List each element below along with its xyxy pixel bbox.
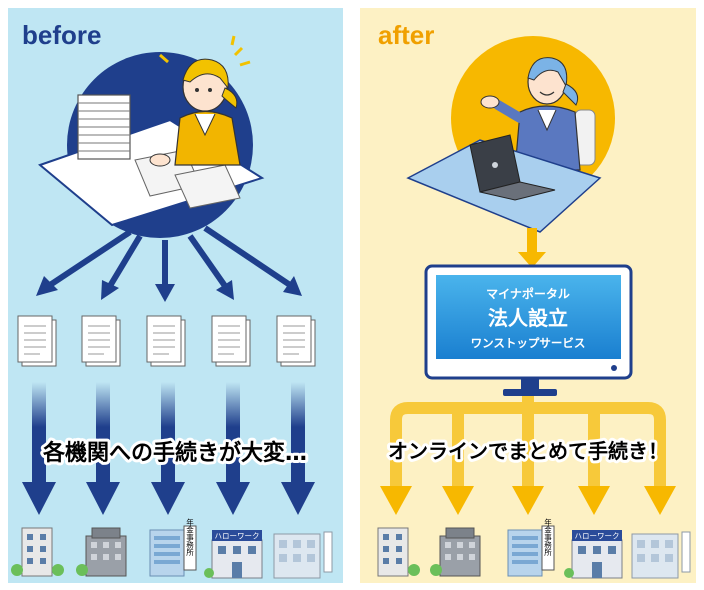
government-office-building-icon (273, 531, 333, 579)
arrow-down-icon (518, 228, 546, 268)
before-panel: before (8, 8, 343, 583)
office-building-icon (377, 527, 420, 577)
before-caption: 各機関への手続きが大変… (42, 440, 307, 466)
down-arrows (22, 382, 315, 515)
down-arrow-icon (216, 382, 250, 515)
arrow-icon (155, 240, 175, 302)
arrow-icon (101, 234, 143, 300)
hellowork-sign: ハローワーク (215, 532, 260, 541)
laptop-icon (469, 134, 556, 201)
office-building-icon (11, 527, 64, 577)
pension-office-building-icon: 年金事務所 (149, 517, 197, 577)
monitor-icon (424, 264, 633, 396)
stress-marks-icon (159, 35, 251, 67)
arrow-icon (36, 229, 132, 296)
before-building-row: 年金事務所 ハローワーク (11, 517, 333, 579)
down-arrow-icon (22, 382, 56, 515)
stressed-woman-icon (149, 58, 241, 167)
before-title: before (22, 20, 101, 50)
down-arrow-icon (578, 486, 610, 515)
down-arrow-icon (442, 486, 474, 515)
monitor-line3: ワンストップサービス (471, 336, 586, 350)
document-icon (17, 315, 57, 367)
after-caption: オンラインでまとめて手続き！ (388, 439, 668, 463)
pension-office-sign: 年金事務所 (185, 517, 194, 557)
arrow-icon (203, 225, 302, 296)
after-title: after (378, 20, 434, 50)
document-row (17, 315, 316, 367)
tax-office-building-icon (430, 527, 481, 577)
after-building-row: 年金事務所 ハローワーク (377, 517, 691, 579)
down-arrow-icon (151, 382, 185, 515)
pension-office-building-icon: 年金事務所 (507, 517, 555, 577)
hellowork-building-icon: ハローワーク (204, 530, 263, 579)
down-arrow-icon (86, 382, 120, 515)
down-arrow-icon (380, 486, 412, 515)
pension-office-sign: 年金事務所 (543, 517, 552, 557)
down-arrow-icon (281, 382, 315, 515)
paper-stack-icon (77, 94, 131, 160)
down-arrow-icon (512, 486, 544, 515)
tax-office-building-icon (76, 527, 127, 577)
document-icon (211, 315, 251, 367)
desk-paper-icon (174, 164, 241, 209)
arrow-icon (187, 234, 234, 300)
document-icon (81, 315, 121, 367)
document-icon (276, 315, 316, 367)
monitor-line2: 法人設立 (488, 306, 568, 330)
after-panel: after (360, 8, 696, 583)
hellowork-building-icon: ハローワーク (564, 530, 623, 579)
down-arrow-icon (644, 486, 676, 515)
hellowork-sign: ハローワーク (575, 532, 620, 541)
monitor-line1: マイナポータル (486, 286, 570, 301)
government-office-building-icon (631, 531, 691, 579)
branch-arrows (380, 396, 676, 515)
document-icon (146, 315, 186, 367)
fan-arrows (36, 225, 302, 302)
smiling-woman-icon (480, 57, 581, 171)
